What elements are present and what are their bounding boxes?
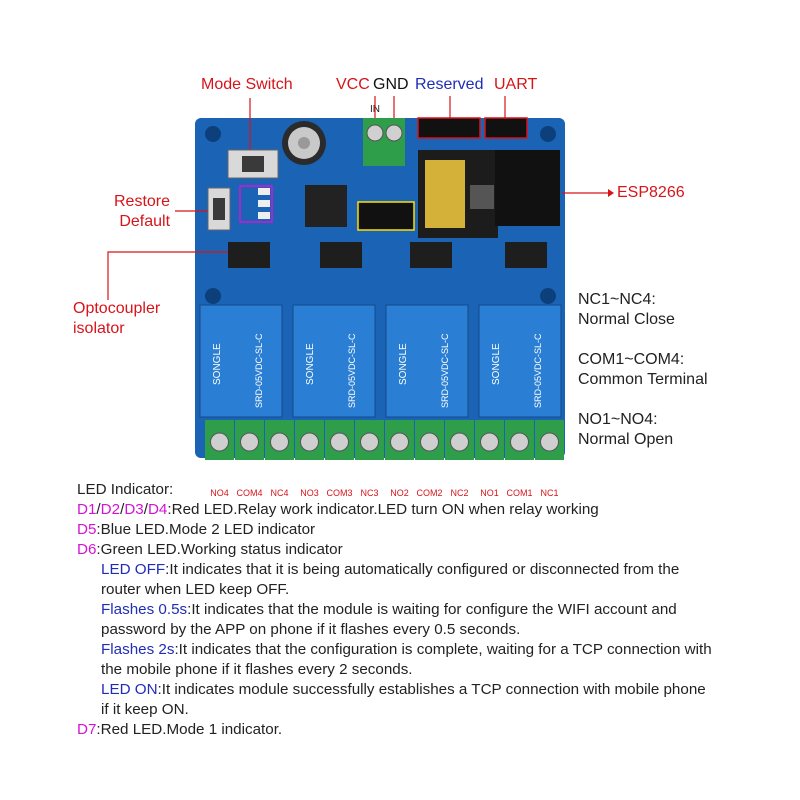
terminal-label: NC1: [540, 488, 558, 498]
nc-title: NC1~NC4:: [578, 291, 656, 308]
mount-hole: [540, 288, 556, 304]
legend-flash-2: Flashes 2s:It indicates that the configu…: [101, 641, 712, 678]
svg-text:SRD-05VDC-SL-C: SRD-05VDC-SL-C: [254, 333, 264, 408]
esp-pin-header: [495, 150, 560, 226]
uart-label: UART: [494, 76, 538, 93]
terminal-label: NC4: [270, 488, 288, 498]
terminal-screw: [450, 432, 469, 452]
terminal-screw: [210, 432, 229, 452]
terminal-screw: [390, 432, 409, 452]
mount-hole: [205, 126, 221, 142]
led-d7: [258, 212, 270, 219]
svg-text:SRD-05VDC-SL-C: SRD-05VDC-SL-C: [533, 333, 543, 408]
mode-switch-label: Mode Switch: [201, 76, 293, 93]
power-terminal: [363, 118, 405, 166]
terminal-label: NO4: [210, 488, 229, 498]
restore-default-label: Restore Default: [114, 192, 170, 232]
vcc-label: VCC: [336, 76, 370, 93]
esp8266-label: ESP8266: [617, 184, 685, 201]
led-d6: [258, 200, 270, 207]
terminal-label: COM2: [416, 488, 442, 498]
terminal-screw: [540, 432, 559, 452]
legend-heading: LED Indicator:: [77, 481, 174, 498]
legend-led-on: LED ON:It indicates module successfully …: [101, 681, 706, 718]
callout-lines: [107, 96, 608, 300]
svg-text:SONGLE: SONGLE: [212, 343, 223, 385]
relay: SONGLE SRD-05VDC-SL-C: [292, 304, 376, 418]
output-terminal-block: NO4 COM4 NC4 NO3 COM3 NC3 NO2 COM2 NC2 NO1 COM1 NC1: [205, 420, 564, 498]
no-desc: Normal Open: [578, 431, 674, 448]
nc-desc: Normal Close: [578, 311, 675, 328]
terminal-screw: [510, 432, 529, 452]
legend-d7: D7:Red LED.Mode 1 indicator.: [77, 721, 283, 738]
terminal-label: NO1: [480, 488, 499, 498]
svg-text:SRD-05VDC-SL-C: SRD-05VDC-SL-C: [440, 333, 450, 408]
terminal-screw: [300, 432, 319, 452]
no-title: NO1~NO4:: [578, 411, 658, 428]
com-title: COM1~COM4:: [578, 351, 685, 368]
terminal-label: NC3: [360, 488, 378, 498]
optocoupler-line2: isolator: [73, 320, 125, 337]
gnd-label: GND: [373, 76, 409, 93]
ic-chip: [305, 185, 347, 227]
legend-d5: D5:Blue LED.Mode 2 LED indicator: [77, 521, 316, 538]
terminal-screw: [360, 432, 379, 452]
terminal-screw: [240, 432, 259, 452]
legend-d1-d4: D1/D2/D3/D4:Red LED.Relay work indicator…: [77, 501, 599, 518]
relay: SONGLE SRD-05VDC-SL-C: [385, 304, 469, 418]
restore-line2: Default: [119, 213, 171, 230]
no-note: NO1~NO4: Normal Open: [578, 410, 673, 450]
terminal-label: COM1: [506, 488, 532, 498]
svg-text:SONGLE: SONGLE: [398, 343, 409, 385]
legend-led-off: LED OFF:It indicates that it is being au…: [101, 561, 680, 598]
terminal-label: NO3: [300, 488, 319, 498]
reserved-label: Reserved: [415, 76, 484, 93]
optocoupler: [228, 242, 270, 268]
terminal-screw: [330, 432, 349, 452]
terminal-label: NC2: [450, 488, 468, 498]
svg-text:SONGLE: SONGLE: [305, 343, 316, 385]
optocoupler-line1: Optocoupler: [73, 300, 161, 317]
optocoupler-label: Optocoupler isolator: [73, 299, 160, 339]
restore-line1: Restore: [114, 193, 171, 210]
legend-flash-05: Flashes 0.5s:It indicates that the modul…: [101, 601, 677, 638]
svg-text:SRD-05VDC-SL-C: SRD-05VDC-SL-C: [347, 333, 357, 408]
led-legend: LED Indicator: D1/D2/D3/D4:Red LED.Relay…: [77, 480, 717, 740]
terminal-label: COM4: [236, 488, 262, 498]
optocoupler: [410, 242, 452, 268]
terminal-screw: [480, 432, 499, 452]
terminal-label: NO2: [390, 488, 409, 498]
optocoupler: [320, 242, 362, 268]
optocoupler: [505, 242, 547, 268]
terminal-label: COM3: [326, 488, 352, 498]
terminal-screw: [270, 432, 289, 452]
com-desc: Common Terminal: [578, 371, 708, 388]
terminal-screw: [420, 432, 439, 452]
led-d5: [258, 188, 270, 195]
mount-hole: [540, 126, 556, 142]
svg-text:SONGLE: SONGLE: [491, 343, 502, 385]
nc-note: NC1~NC4: Normal Close: [578, 290, 675, 330]
legend-d6: D6:Green LED.Working status indicator: [77, 541, 343, 558]
jumper: [357, 201, 415, 231]
relay: SONGLE SRD-05VDC-SL-C: [478, 304, 562, 418]
mount-hole: [205, 288, 221, 304]
uart-header: [484, 117, 528, 139]
reserved-header: [417, 117, 481, 139]
relay: SONGLE SRD-05VDC-SL-C: [199, 304, 283, 418]
com-note: COM1~COM4: Common Terminal: [578, 350, 708, 390]
